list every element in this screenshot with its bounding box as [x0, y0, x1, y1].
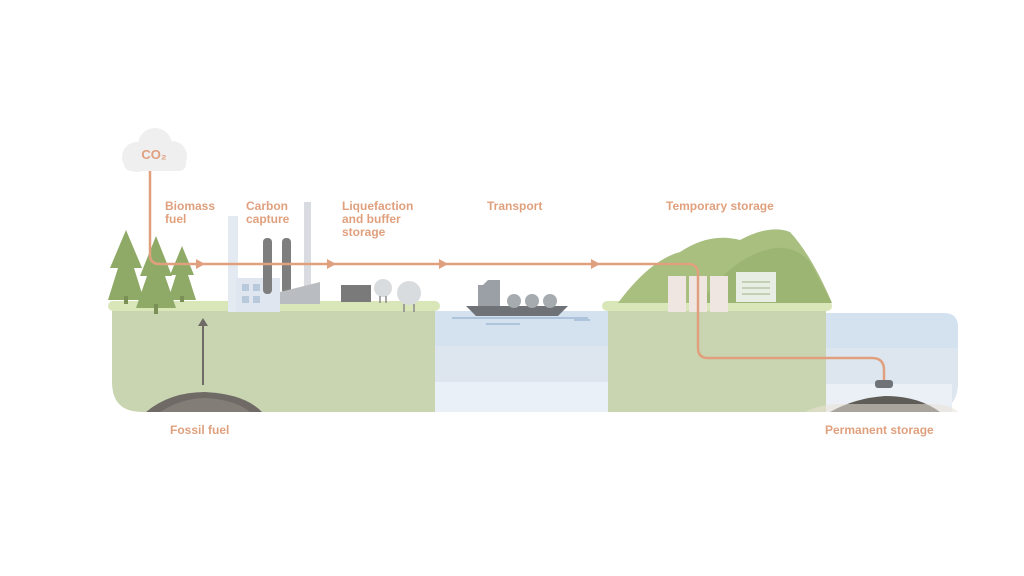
label-carbon-capture: Carbon capture: [246, 199, 290, 226]
temp-storage-tank-1: [668, 276, 686, 312]
fossil-fuel-deposit-highlight: [160, 398, 250, 412]
label-fossil-fuel: Fossil fuel: [170, 423, 230, 437]
label-permanent-storage: Permanent storage: [825, 423, 934, 437]
label-transport: Transport: [487, 199, 543, 213]
temp-storage-tank-3: [710, 276, 728, 312]
label-temporary-storage: Temporary storage: [666, 199, 774, 213]
co2-flow-line: [148, 254, 886, 388]
flow-arrow-4: [591, 259, 600, 269]
sea-surface: [435, 311, 608, 346]
pine-tree-3: [168, 246, 196, 302]
capture-roof: [280, 282, 320, 304]
temp-storage-building: [736, 272, 776, 302]
co2-label: CO₂: [141, 147, 167, 162]
capture-tall-stack: [304, 202, 311, 288]
fossil-fuel-arrow-head: [198, 318, 208, 326]
capture-column-1: [263, 238, 272, 294]
co2-cloud: [122, 128, 187, 172]
label-biomass-fuel: Biomass fuel: [165, 199, 216, 226]
co2-ship: [466, 280, 568, 316]
plant-window-4: [253, 296, 260, 303]
sea-bottom: [435, 382, 608, 412]
injection-wellhead: [875, 380, 893, 388]
sea-middle: [435, 346, 608, 382]
capture-column-2: [282, 238, 291, 294]
plant-building: [236, 278, 280, 312]
buffer-tank-large: [397, 281, 421, 312]
plant-window-3: [242, 296, 249, 303]
buffer-tank-small: [374, 279, 392, 303]
flow-arrow-2: [327, 259, 336, 269]
label-liquefaction: Liquefaction and buffer storage: [342, 199, 414, 239]
pine-tree-2: [136, 236, 176, 314]
plant-window-1: [242, 284, 249, 291]
left-land: [112, 306, 435, 412]
permanent-storage-gravel: [805, 404, 958, 412]
pine-tree-1: [108, 230, 144, 304]
liquefaction-unit: [341, 285, 371, 302]
flow-arrow-3: [439, 259, 448, 269]
plant-window-2: [253, 284, 260, 291]
flow-arrow-1: [196, 259, 205, 269]
